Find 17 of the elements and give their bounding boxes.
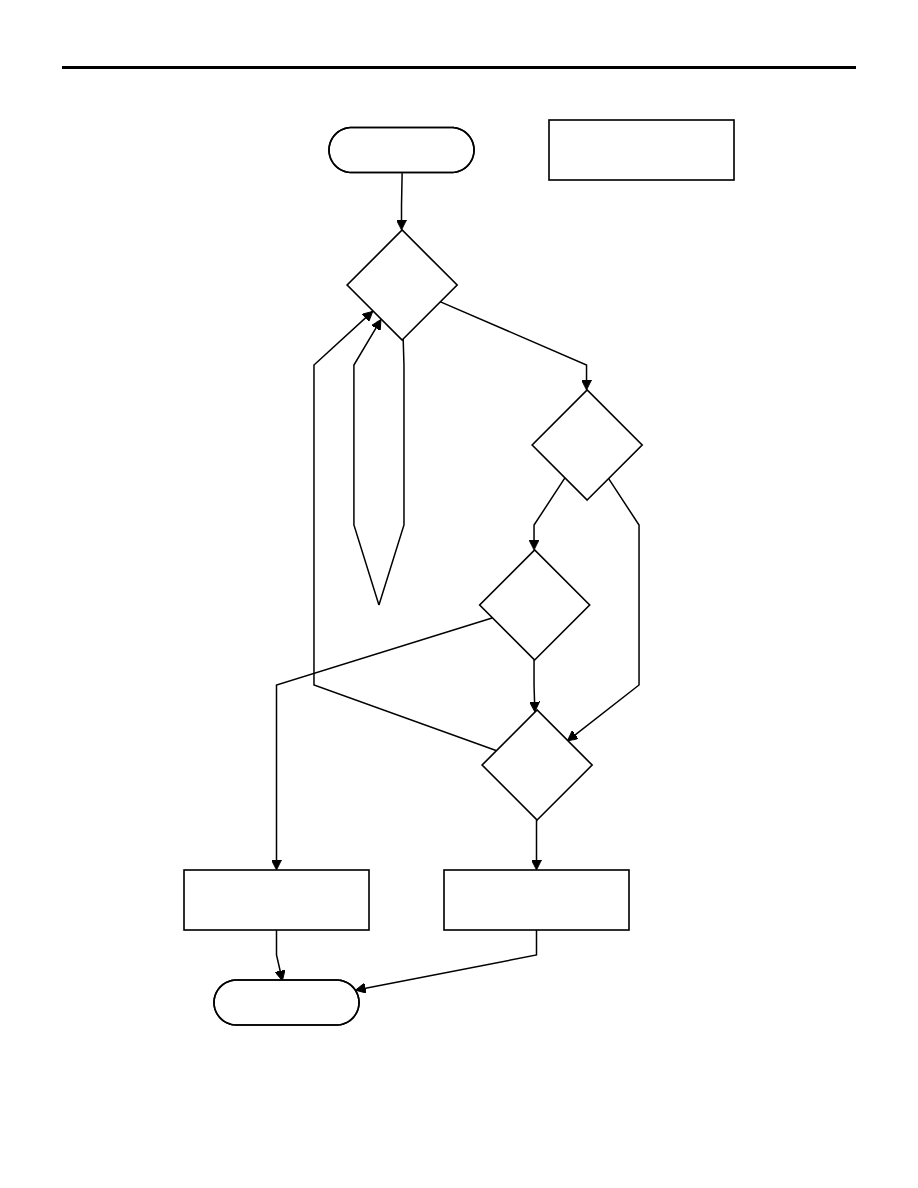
arrow	[529, 659, 541, 713]
node-box	[548, 119, 735, 181]
arrow	[355, 929, 538, 994]
arrow	[396, 172, 407, 231]
arrow	[531, 819, 542, 871]
node-diamond	[480, 708, 594, 822]
node-diamond	[478, 548, 591, 662]
arrow	[566, 477, 640, 742]
arrow	[271, 617, 493, 871]
arrow	[439, 300, 593, 391]
node-diamond	[531, 388, 644, 502]
arrow	[313, 310, 497, 752]
arrow	[274, 929, 286, 982]
arrow	[528, 477, 566, 551]
node-box	[443, 869, 630, 931]
node-box	[183, 869, 370, 931]
node-diamond	[346, 228, 459, 342]
